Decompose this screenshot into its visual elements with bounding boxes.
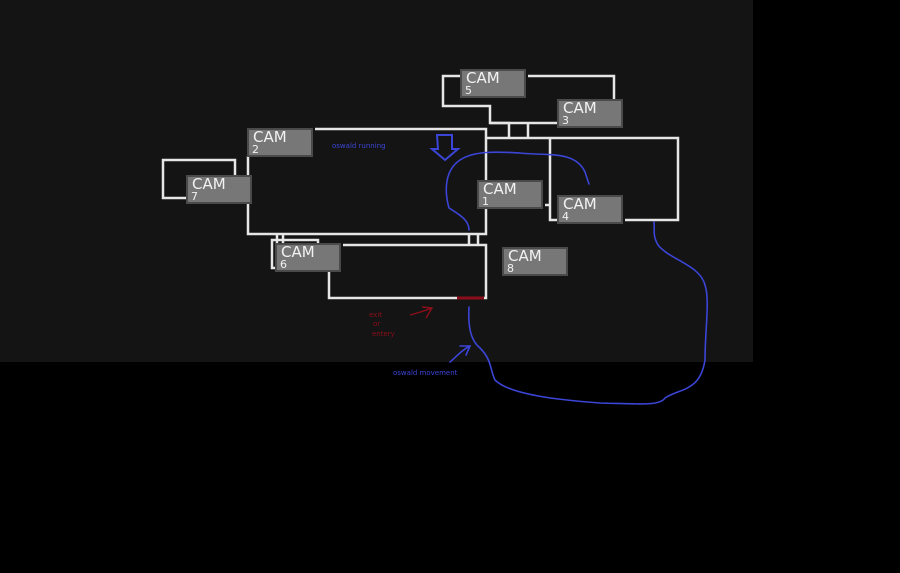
- camera-number: 5: [465, 84, 472, 97]
- camera-label: CAM: [508, 247, 542, 265]
- camera-label: CAM: [466, 69, 500, 87]
- camera-label: CAM: [192, 175, 226, 193]
- camera-label: CAM: [563, 99, 597, 117]
- map-panel: [0, 0, 753, 362]
- exit-arrow-icon: [409, 306, 434, 319]
- camera-number: 2: [252, 143, 259, 156]
- camera-label: CAM: [253, 128, 287, 146]
- oswald-running-note: oswald running: [332, 142, 386, 150]
- exit-note-line2: or: [373, 320, 381, 328]
- camera-label: CAM: [281, 243, 315, 261]
- oswald-movement-path: [467, 221, 709, 405]
- movement-arrow-icon: [449, 345, 472, 363]
- camera-number: 4: [562, 210, 569, 223]
- blue-ink-marks: [429, 134, 709, 405]
- oswald-movement-note: oswald movement: [393, 369, 458, 377]
- camera-number: 6: [280, 258, 287, 271]
- camera-number: 8: [507, 262, 514, 275]
- oswald-running-path: [445, 151, 590, 231]
- exit-note-line3: entery: [372, 330, 395, 338]
- camera-label: CAM: [483, 180, 517, 198]
- camera-number: 7: [191, 190, 198, 203]
- down-arrow-icon: [429, 134, 461, 162]
- camera-number: 1: [482, 195, 489, 208]
- camera-label: CAM: [563, 195, 597, 213]
- camera-number: 3: [562, 114, 569, 127]
- exit-note-line1: exit: [369, 311, 383, 319]
- walls: [161, 74, 680, 300]
